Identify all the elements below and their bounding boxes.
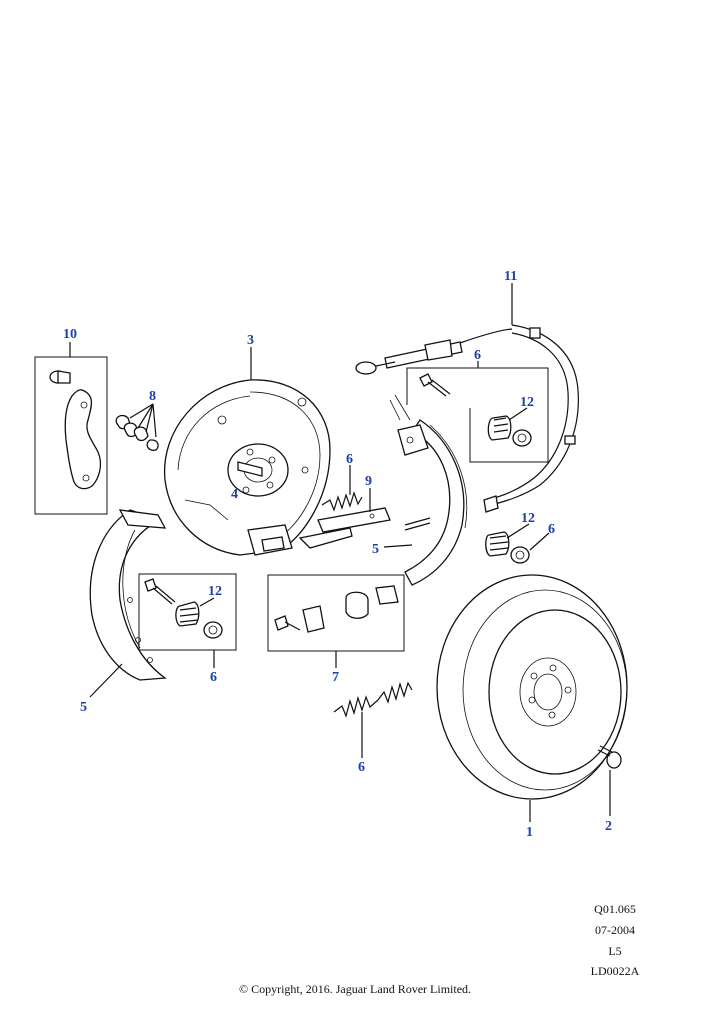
part-5-left-brake-shoe bbox=[89, 509, 167, 681]
callout-12-top-right: 12 bbox=[520, 395, 534, 410]
drawing-id: LD0022A bbox=[590, 964, 640, 978]
part-2-retaining-screw bbox=[597, 745, 622, 769]
callout-10: 10 bbox=[63, 327, 77, 342]
callout-5-left: 5 bbox=[80, 700, 87, 715]
part-7-fitting-kit-inset bbox=[267, 574, 405, 652]
callout-12-right-lower: 12 bbox=[521, 511, 535, 526]
part-3-backing-plate bbox=[163, 379, 331, 556]
level-code: L5 bbox=[608, 944, 622, 958]
part-5-right-brake-shoe bbox=[389, 394, 468, 586]
callout-6-right-lower: 6 bbox=[548, 522, 555, 537]
part-10-lever-inset bbox=[34, 356, 108, 515]
callout-7: 7 bbox=[332, 670, 339, 685]
callout-labels: 10 3 11 6 8 12 6 9 4 12 6 5 12 6 7 5 6 1… bbox=[63, 269, 612, 840]
leader-lines bbox=[69, 283, 611, 822]
callout-8: 8 bbox=[149, 389, 156, 404]
part-12-spring-right-lower bbox=[485, 531, 530, 564]
callout-2: 2 bbox=[605, 819, 612, 834]
callout-6-top-right: 6 bbox=[474, 348, 481, 363]
callout-3: 3 bbox=[247, 333, 254, 348]
callout-6-upper-spring: 6 bbox=[346, 452, 353, 467]
callout-4: 4 bbox=[231, 487, 238, 502]
callout-6-left-inset: 6 bbox=[210, 670, 217, 685]
ref-code: Q01.065 bbox=[594, 902, 636, 916]
part-8-clips bbox=[115, 403, 159, 451]
part-1-brake-drum bbox=[436, 574, 628, 800]
part-6-right-inset bbox=[406, 367, 549, 463]
callout-5-right: 5 bbox=[372, 542, 379, 557]
copyright-notice: © Copyright, 2016. Jaguar Land Rover Lim… bbox=[238, 982, 472, 996]
callout-11: 11 bbox=[504, 269, 517, 284]
callout-9: 9 bbox=[365, 474, 372, 489]
diagram-date: 07-2004 bbox=[595, 923, 635, 937]
callout-6-lower-springs: 6 bbox=[358, 760, 365, 775]
part-9-adjuster-strut bbox=[298, 507, 391, 549]
callout-12-left-inset: 12 bbox=[208, 584, 222, 599]
part-6-left-inset bbox=[138, 573, 237, 651]
callout-1: 1 bbox=[526, 825, 533, 840]
part-6-lower-springs bbox=[333, 681, 413, 718]
part-6-upper-spring bbox=[321, 491, 363, 512]
part-11-handbrake-cable bbox=[355, 324, 579, 513]
